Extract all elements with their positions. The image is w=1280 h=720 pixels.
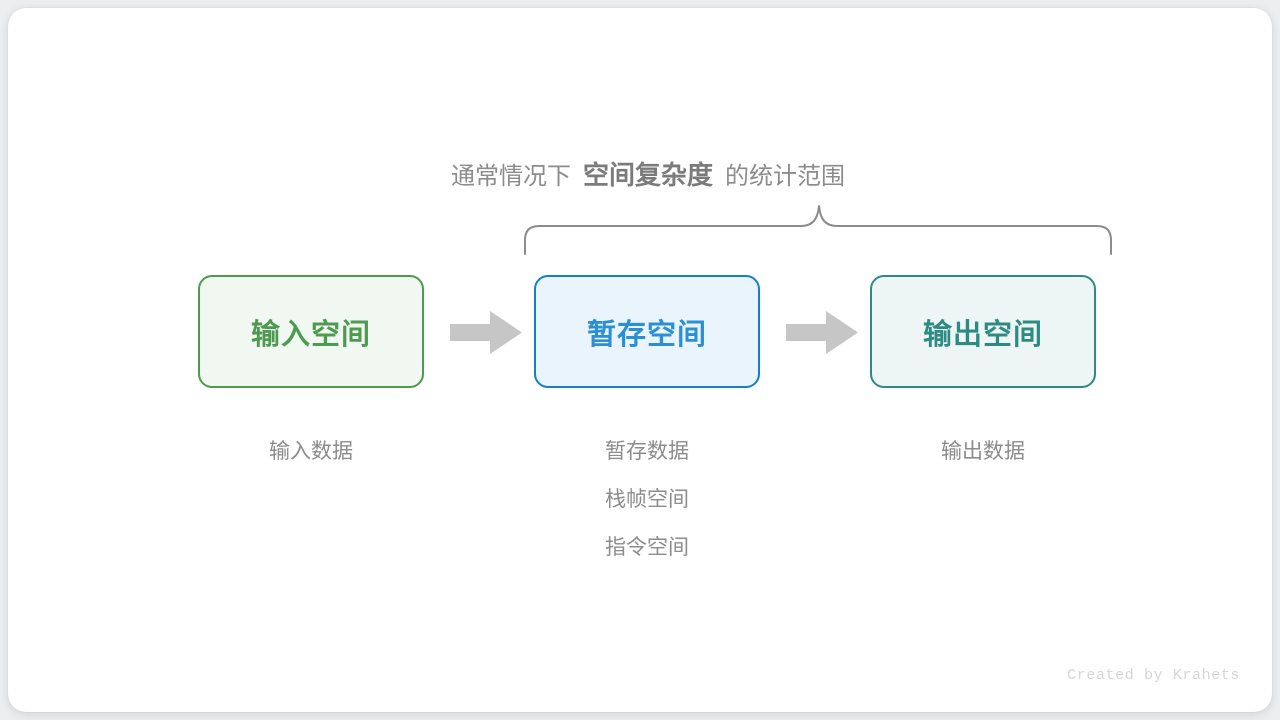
caption-prefix: 通常情况下 [450,163,571,190]
brace-caption: 通常情况下空间复杂度的统计范围 [8,158,1280,194]
sublabel-item: 栈帧空间 [605,488,689,511]
sublabel-item: 输出数据 [941,440,1025,463]
sublabel-item: 输入数据 [269,440,353,463]
arrow-right-icon [786,311,858,354]
caption-emphasis: 空间复杂度 [582,160,713,190]
sublabels-input: 输入数据 [198,428,424,476]
caption-suffix: 的统计范围 [725,163,845,190]
box-temp-space-label: 暂存空间 [586,318,707,351]
box-output-space-label: 输出空间 [922,318,1043,351]
sublabel-item: 指令空间 [605,536,689,559]
diagram-card: 通常情况下空间复杂度的统计范围 输入空间 暂存空间 输出空间 输入数据 暂存数据 [8,8,1272,712]
box-input-space-label: 输入空间 [250,318,371,351]
box-temp-space[interactable]: 暂存空间 [534,275,760,388]
sublabels-temp: 暂存数据 栈帧空间 指令空间 [534,428,760,572]
box-input-space[interactable]: 输入空间 [198,275,424,388]
box-output-space[interactable]: 输出空间 [870,275,1096,388]
sublabels-output: 输出数据 [870,428,1096,476]
arrow-right-icon [450,311,522,354]
curly-brace [524,205,1112,255]
sublabel-item: 暂存数据 [605,440,689,463]
watermark: Created by Krahets [1067,667,1240,684]
